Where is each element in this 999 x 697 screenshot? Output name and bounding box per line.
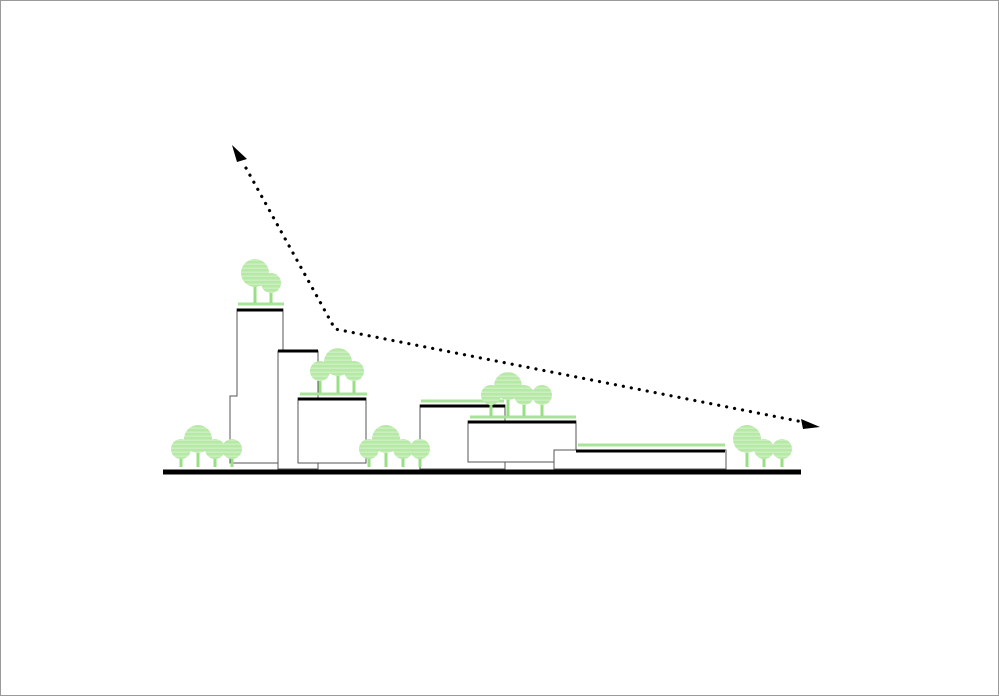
long-pavilion [553, 449, 727, 470]
tree-icon [222, 439, 242, 467]
tree-icon [410, 439, 430, 467]
tree-icon [733, 425, 761, 467]
tree-icon [372, 425, 400, 467]
tree-icon [532, 385, 552, 416]
tree-icon [261, 273, 281, 303]
tree-icon [205, 439, 225, 467]
tree-icon [393, 439, 413, 467]
terrace-building [297, 397, 367, 464]
tree-icon [754, 439, 774, 467]
dotted-path [244, 166, 805, 424]
arrowhead-icon [232, 145, 247, 162]
tree-icon [772, 439, 792, 467]
trees [171, 259, 792, 467]
green-roofs [238, 302, 725, 447]
tower-building [229, 308, 284, 464]
tree-icon [344, 361, 364, 393]
arrowhead-icon [801, 419, 820, 429]
tree-icon [514, 385, 534, 416]
tree-icon [184, 425, 212, 467]
